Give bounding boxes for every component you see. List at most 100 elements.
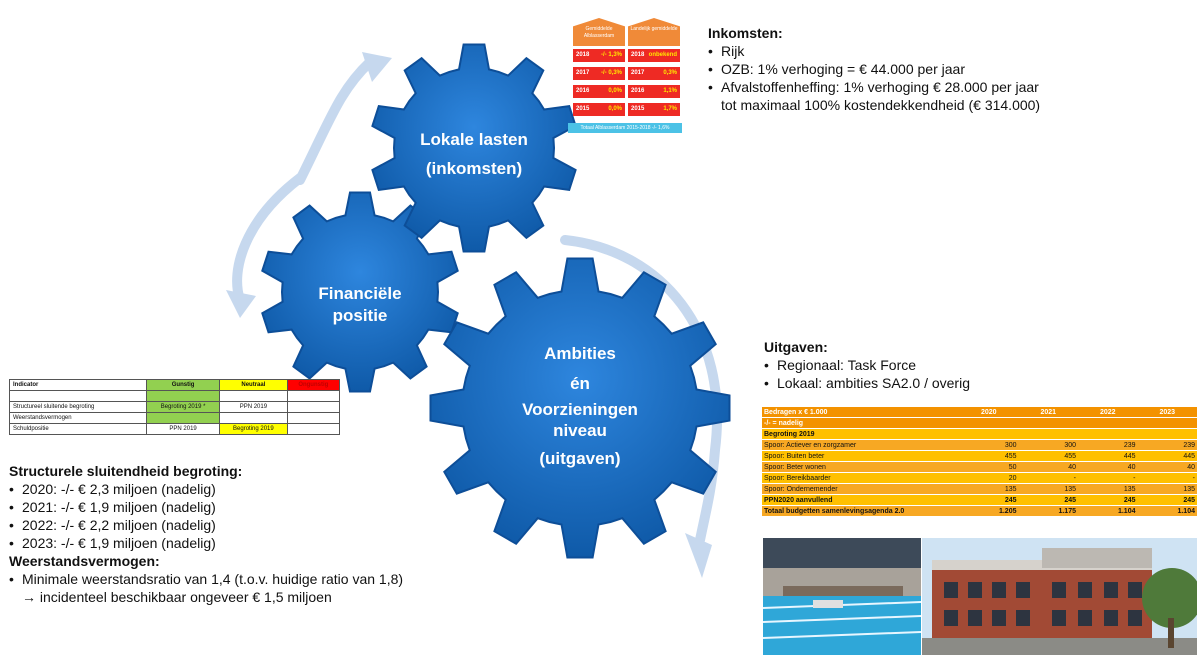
budget-cell [1137,417,1197,429]
badge-value: 1,7% [663,106,677,112]
gear-financiele-positie-body [261,191,459,393]
budget-cell: 239 [1137,439,1197,451]
indicator-cell: Begroting 2019 [219,423,288,435]
indicator-cell [219,412,288,424]
uitgaven-item: Regionaal: Task Force [764,356,1184,374]
indicator-row: Schuldpositie PPN 2019 Begroting 2019 [9,423,341,435]
badge-year: 2016 [576,88,590,94]
gear-ambities-line4: niveau [553,421,607,440]
budget-cell: 135 [959,483,1019,495]
gear-ambities-line5: (uitgaven) [539,449,621,468]
weerstand-title: Weerstandsvermogen: [9,553,160,569]
structureel-item: 2020: -/- € 2,3 miljoen (nadelig) [9,480,529,498]
budget-cell: 2020 [959,407,1019,418]
budget-cell: Spoor: Actiever en zorgzamer [762,439,959,451]
gear-positie-line1: Financiële [318,284,402,303]
budget-cell [1078,428,1138,440]
inkomsten-item: Afvalstoffenheffing: 1% verhoging € 28.0… [708,78,1188,96]
indicator-row [9,390,341,402]
budget-cell: 135 [1137,483,1197,495]
budget-cell: 300 [959,439,1019,451]
budget-cell: - [1018,472,1078,484]
indicator-cell [145,390,221,402]
budget-cell: 40 [1018,461,1078,473]
budget-cell: 20 [959,472,1019,484]
budget-cell: 245 [1078,494,1138,506]
badge-house-right: Landelijk gemiddelde [628,18,680,46]
budget-row: Begroting 2019 [762,428,1197,440]
badge-value: 0,0% [608,106,622,112]
budget-cell: 1.175 [1018,505,1078,517]
inkomsten-item: OZB: 1% verhoging = € 44.000 per jaar [708,60,1188,78]
indicator-row: Structureel sluitende begroting Begrotin… [9,401,341,413]
cycle-arrowhead-right [685,533,712,578]
indicator-cell [286,390,341,402]
gear-financiele-positie [261,191,459,393]
budget-cell [1018,428,1078,440]
badge-value: -/- 1,3% [600,52,622,58]
gear-lasten-line1: Lokale lasten [420,130,528,149]
indicator-cell [286,412,341,424]
badge-year: 2017 [576,70,590,76]
indicator-cell [219,390,288,402]
gear-lokale-lasten [371,43,577,253]
budget-cell: 1.205 [959,505,1019,517]
cycle-arrowhead-top [362,52,392,82]
budget-cell: 50 [959,461,1019,473]
budget-cell: 445 [1137,450,1197,462]
indicator-cell: PPN 2019 [145,423,221,435]
indicator-cell: Begroting 2019 * [145,401,221,413]
cycle-arrowhead-left [226,290,256,318]
indicator-cell [9,390,147,402]
structureel-block: Structurele sluitendheid begroting: 2020… [9,462,529,606]
badge-value: onbekend [648,52,677,58]
budget-cell: 135 [1018,483,1078,495]
indicator-cell [286,401,341,413]
inkomsten-block: Inkomsten: Rijk OZB: 1% verhoging = € 44… [708,24,1188,114]
badge-total: Totaal Alblasserdam 2015-2018 -/- 1,6% [568,123,682,133]
indicator-table: Indicator Gunstig Neutraal Ongunstig Str… [9,379,341,435]
weerstand-note: → incidenteel beschikbaar ongeveer € 1,5… [22,589,332,605]
badge-left-title: Gemiddelde Alblasserdam [583,26,615,39]
uitgaven-title: Uitgaven: [764,339,828,355]
budget-cell: Totaal budgetten samenlevingsagenda 2.0 [762,505,959,517]
gear-ambities-line1: Ambities [544,344,616,363]
uitgaven-block: Uitgaven: Regionaal: Task Force Lokaal: … [764,338,1184,392]
badge-year: 2018 [631,52,645,58]
indicator-header-gunstig: Gunstig [145,379,221,391]
structureel-item: 2021: -/- € 1,9 miljoen (nadelig) [9,498,529,516]
badge-house-left: Gemiddelde Alblasserdam [573,18,625,46]
budget-cell: Bedragen x € 1.000 [762,407,959,418]
budget-cell: Begroting 2019 [762,428,959,440]
indicator-cell [145,412,221,424]
cycle-arrow-top [295,57,375,185]
budget-cell: 245 [1137,494,1197,506]
swimming-pool-photo [763,538,921,655]
budget-cell: - [1137,472,1197,484]
gear-ambities-line3: Voorzieningen [522,400,638,419]
indicator-header-cell: Indicator [9,379,147,391]
gear-label-ambities: Ambities én Voorzieningen niveau (uitgav… [500,339,660,477]
indicator-header-neutraal: Neutraal [219,379,288,391]
budget-cell: Spoor: Bereikbaarder [762,472,959,484]
badge-row-left: 2017-/- 0,3% [573,67,625,80]
inkomsten-title: Inkomsten: [708,25,783,41]
badge-year: 2016 [631,88,645,94]
budget-cell: 2023 [1137,407,1197,418]
gear-ambities-line2: én [570,374,590,393]
badge-year: 2017 [631,70,645,76]
badge-year: 2015 [576,106,590,112]
budget-cell: 455 [1018,450,1078,462]
budget-cell: Spoor: Buiten beter [762,450,959,462]
indicator-cell [286,423,341,435]
gear-positie-line2: positie [332,306,388,326]
